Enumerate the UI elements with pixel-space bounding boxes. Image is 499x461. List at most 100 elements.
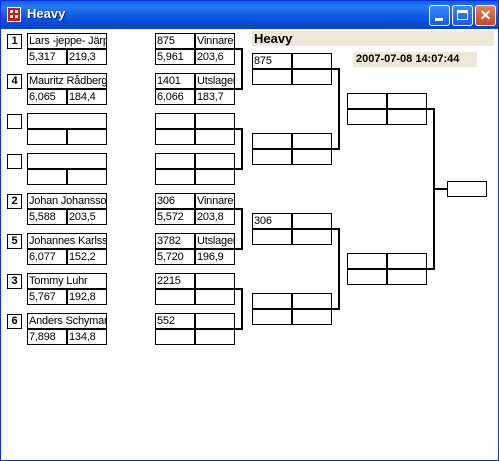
player-value1-field[interactable] — [27, 169, 67, 185]
result-number-field[interactable]: 552 — [155, 313, 195, 329]
player-name-field[interactable]: Lars -jeppe- Järpler — [27, 33, 107, 49]
player-name-field[interactable]: Johannes Karlsson — [27, 233, 107, 249]
round3-status-field[interactable] — [387, 93, 427, 109]
bracket-connector — [332, 308, 340, 310]
title-bar[interactable]: Heavy ✕ — [1, 1, 498, 29]
round3-value2-field[interactable] — [387, 269, 427, 285]
player-value1-field[interactable]: 5,317 — [27, 49, 67, 65]
round3-status-field[interactable] — [387, 253, 427, 269]
round3-value1-field[interactable] — [347, 109, 387, 125]
round2-value1-field[interactable] — [252, 309, 292, 325]
player-value2-field[interactable]: 152,2 — [67, 249, 107, 265]
result-value1-field[interactable] — [155, 329, 195, 345]
player-value2-field[interactable]: 203,5 — [67, 209, 107, 225]
round2-number-field[interactable]: 306 — [252, 213, 292, 229]
result-number-field[interactable] — [155, 113, 195, 129]
round2-value2-field[interactable] — [292, 309, 332, 325]
result-status-field[interactable]: Vinnare — [195, 193, 235, 209]
result-number-field[interactable]: 306 — [155, 193, 195, 209]
result-value1-field[interactable]: 5,720 — [155, 249, 195, 265]
result-value1-field[interactable]: 6,066 — [155, 89, 195, 105]
bracket-connector — [332, 68, 340, 70]
result-status-field[interactable] — [195, 113, 235, 129]
player-name-field[interactable]: Mauritz Rådberg — [27, 73, 107, 89]
player-value1-field[interactable]: 5,588 — [27, 209, 67, 225]
result-number-field[interactable]: 1401 — [155, 73, 195, 89]
player-value2-field[interactable]: 134,8 — [67, 329, 107, 345]
result-value1-field[interactable] — [155, 169, 195, 185]
round3-value2-field[interactable] — [387, 109, 427, 125]
result-value2-field[interactable] — [195, 169, 235, 185]
player-value2-field[interactable]: 184,4 — [67, 89, 107, 105]
result-status-field[interactable]: Utslagen — [195, 73, 235, 89]
round2-number-field[interactable] — [252, 133, 292, 149]
result-number-field[interactable]: 2215 — [155, 273, 195, 289]
player-name-field[interactable]: Tommy Luhr — [27, 273, 107, 289]
result-value2-field[interactable] — [195, 289, 235, 305]
app-icon[interactable] — [7, 7, 21, 22]
round3-number-field[interactable] — [347, 93, 387, 109]
maximize-icon — [457, 10, 468, 20]
bracket-connector — [241, 128, 243, 170]
result-value1-field[interactable] — [155, 129, 195, 145]
round2-number-field[interactable] — [252, 293, 292, 309]
result-value2-field[interactable]: 203,6 — [195, 49, 235, 65]
result-value2-field[interactable]: 183,7 — [195, 89, 235, 105]
result-value2-field[interactable] — [195, 129, 235, 145]
round2-status-field[interactable] — [292, 133, 332, 149]
result-value2-field[interactable]: 203,8 — [195, 209, 235, 225]
round2-value2-field[interactable] — [292, 69, 332, 85]
result-status-field[interactable]: Utslagen — [195, 233, 235, 249]
result-value1-field[interactable]: 5,572 — [155, 209, 195, 225]
result-status-field[interactable] — [195, 273, 235, 289]
result-value2-field[interactable]: 196,9 — [195, 249, 235, 265]
round3-value1-field[interactable] — [347, 269, 387, 285]
bracket-connector — [241, 208, 243, 250]
player-value2-field[interactable] — [67, 129, 107, 145]
round2-value2-field[interactable] — [292, 149, 332, 165]
player-value2-field[interactable] — [67, 169, 107, 185]
round2-number-field[interactable]: 875 — [252, 53, 292, 69]
result-status-field[interactable]: Vinnare — [195, 33, 235, 49]
player-value1-field[interactable]: 7,898 — [27, 329, 67, 345]
round2-value1-field[interactable] — [252, 149, 292, 165]
maximize-button[interactable] — [452, 5, 473, 26]
bracket-connector — [241, 288, 243, 330]
round2-status-field[interactable] — [292, 293, 332, 309]
result-value2-field[interactable] — [195, 329, 235, 345]
round2-value1-field[interactable] — [252, 69, 292, 85]
player-name-field[interactable] — [27, 153, 107, 169]
player-value1-field[interactable]: 5,767 — [27, 289, 67, 305]
player-value1-field[interactable] — [27, 129, 67, 145]
round3-number-field[interactable] — [347, 253, 387, 269]
bracket-connector — [235, 88, 243, 90]
bracket-connector — [235, 128, 243, 130]
seed-number — [7, 154, 22, 169]
round2-value2-field[interactable] — [292, 229, 332, 245]
bracket-connector — [235, 328, 243, 330]
player-value1-field[interactable]: 6,065 — [27, 89, 67, 105]
result-status-field[interactable] — [195, 153, 235, 169]
seed-number — [7, 114, 22, 129]
player-value2-field[interactable]: 219,3 — [67, 49, 107, 65]
round2-value1-field[interactable] — [252, 229, 292, 245]
final-number-field[interactable] — [447, 181, 487, 197]
close-icon: ✕ — [479, 7, 492, 23]
round2-status-field[interactable] — [292, 213, 332, 229]
result-value1-field[interactable]: 5,961 — [155, 49, 195, 65]
player-name-field[interactable]: Anders Schyman — [27, 313, 107, 329]
seed-number: 6 — [7, 314, 22, 329]
player-value1-field[interactable]: 6,077 — [27, 249, 67, 265]
seed-number: 4 — [7, 74, 22, 89]
close-button[interactable]: ✕ — [475, 5, 496, 26]
result-number-field[interactable] — [155, 153, 195, 169]
player-name-field[interactable] — [27, 113, 107, 129]
player-value2-field[interactable]: 192,8 — [67, 289, 107, 305]
result-number-field[interactable]: 875 — [155, 33, 195, 49]
result-number-field[interactable]: 3782 — [155, 233, 195, 249]
player-name-field[interactable]: Johan Johansson — [27, 193, 107, 209]
result-value1-field[interactable] — [155, 289, 195, 305]
result-status-field[interactable] — [195, 313, 235, 329]
minimize-button[interactable] — [429, 5, 450, 26]
round2-status-field[interactable] — [292, 53, 332, 69]
